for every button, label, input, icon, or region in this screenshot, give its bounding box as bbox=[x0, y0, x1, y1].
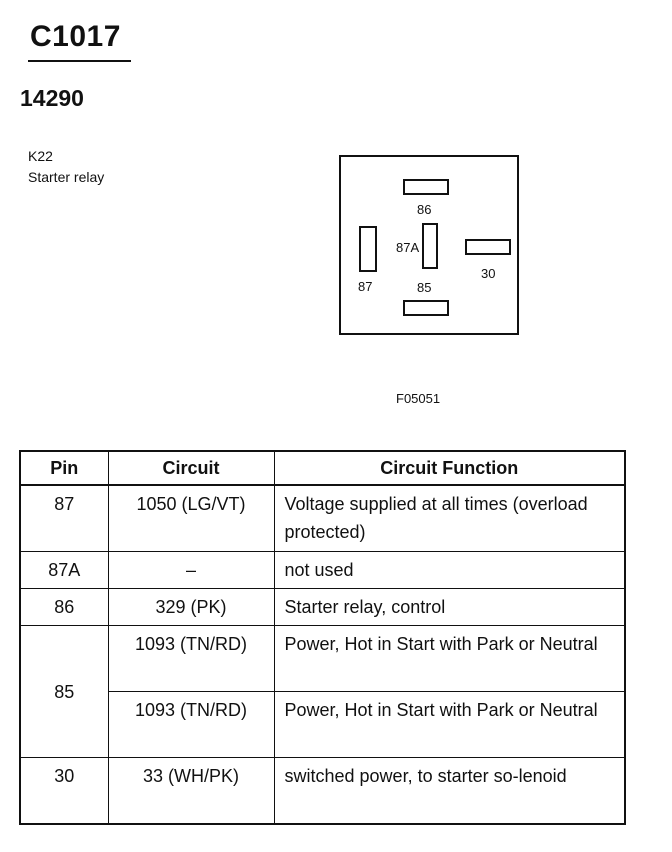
pin-cell: 30 bbox=[19, 757, 109, 825]
terminal-label-87a: 87A bbox=[396, 240, 420, 255]
pin-table: Pin Circuit Circuit Function 87 1050 (LG… bbox=[19, 450, 626, 825]
function-cell: switched power, to starter so-lenoid bbox=[273, 757, 626, 825]
component-ref: K22 bbox=[28, 148, 53, 164]
terminal-85 bbox=[403, 300, 449, 316]
relay-connector-diagram: 86 87 87A 30 85 bbox=[339, 155, 519, 335]
function-cell: Starter relay, control bbox=[273, 588, 626, 626]
connector-underline bbox=[28, 60, 131, 62]
header-circuit: Circuit bbox=[107, 450, 275, 486]
circuit-cell: 33 (WH/PK) bbox=[107, 757, 275, 825]
terminal-label-85: 85 bbox=[417, 280, 432, 295]
circuit-cell: 1050 (LG/VT) bbox=[107, 484, 275, 552]
terminal-label-87: 87 bbox=[358, 279, 373, 294]
terminal-87a bbox=[422, 223, 438, 269]
table-row: 86 329 (PK) Starter relay, control bbox=[19, 588, 626, 626]
table-row: 87A – not used bbox=[19, 551, 626, 589]
part-number: 14290 bbox=[20, 85, 84, 111]
terminal-30 bbox=[465, 239, 511, 255]
terminal-87 bbox=[359, 226, 377, 272]
table-row: 1093 (TN/RD) Power, Hot in Start with Pa… bbox=[20, 691, 626, 758]
circuit-cell: 329 (PK) bbox=[107, 588, 275, 626]
circuit-cell: – bbox=[107, 551, 275, 589]
pin-cell: 87 bbox=[19, 484, 109, 552]
pin-cell: 86 bbox=[19, 588, 109, 626]
figure-id: F05051 bbox=[396, 391, 441, 406]
table-row: 85 1093 (TN/RD) Power, Hot in Start with… bbox=[19, 625, 626, 758]
function-cell: Power, Hot in Start with Park or Neutral bbox=[273, 625, 626, 692]
circuit-cell: 1093 (TN/RD) bbox=[107, 625, 275, 692]
component-name: Starter relay bbox=[28, 169, 105, 185]
function-cell: Power, Hot in Start with Park or Neutral bbox=[273, 691, 626, 758]
header-pin: Pin bbox=[19, 450, 109, 486]
table-row: 30 33 (WH/PK) switched power, to starter… bbox=[19, 757, 626, 825]
table-header-row: Pin Circuit Circuit Function bbox=[19, 450, 626, 486]
pin-cell: 87A bbox=[19, 551, 109, 589]
function-cell: Voltage supplied at all times (overload … bbox=[273, 484, 626, 552]
header-circuit-function: Circuit Function bbox=[273, 450, 626, 486]
terminal-label-86: 86 bbox=[417, 202, 432, 217]
function-cell: not used bbox=[273, 551, 626, 589]
connector-id: C1017 bbox=[30, 20, 121, 53]
terminal-label-30: 30 bbox=[481, 266, 496, 281]
table-row: 87 1050 (LG/VT) Voltage supplied at all … bbox=[19, 484, 626, 552]
pin-cell: 85 bbox=[19, 625, 109, 758]
terminal-86 bbox=[403, 179, 449, 195]
circuit-cell: 1093 (TN/RD) bbox=[107, 691, 275, 758]
